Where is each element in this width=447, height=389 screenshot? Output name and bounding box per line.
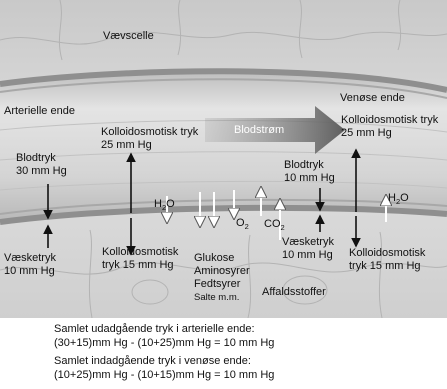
tissue-cell-label: Vævscelle (103, 30, 154, 43)
o2-o: O (236, 217, 245, 229)
h2o-in-h: H (388, 192, 396, 204)
h2o-out-label: H2O (154, 198, 175, 211)
venous-summary-title: Samlet indadgående tryk i venøse ende: (54, 354, 274, 368)
nutrients-label: Glukose Aminosyrer Fedtsyrer Salte m.m. (194, 252, 250, 304)
arterial-blood-pressure-label: Blodtryk 30 mm Hg (16, 152, 67, 178)
venous-fluid-pressure-label-line2: 10 mm Hg (282, 249, 334, 262)
h2o-in-o: O (400, 192, 409, 204)
blood-flow-label: Blodstrøm (234, 124, 284, 137)
waste-label: Affaldsstoffer (262, 286, 326, 299)
co2-label: CO2 (264, 218, 285, 231)
arterial-fluid-pressure-label-line1: Væsketryk (4, 252, 56, 265)
o2-label: O2 (236, 217, 249, 230)
venous-colloid-label: Kolloidosmotisk tryk 25 mm Hg (341, 114, 438, 140)
h2o-out-h: H (154, 198, 162, 210)
o2-sub: 2 (245, 222, 249, 231)
co2-sub: 2 (281, 223, 285, 232)
venous-blood-pressure-label: Blodtryk 10 mm Hg (284, 159, 335, 185)
co2-co: CO (264, 218, 281, 230)
arterial-blood-pressure-label-line2: 30 mm Hg (16, 165, 67, 178)
arterial-colloid-tissue-label-line1: Kolloidosmotisk (102, 246, 178, 259)
arterial-colloid-label-line2: 25 mm Hg (101, 139, 198, 152)
venous-fluid-pressure-label: Væsketryk 10 mm Hg (282, 236, 334, 262)
venous-colloid-label-line1: Kolloidosmotisk tryk (341, 114, 438, 127)
arterial-colloid-tissue-label-line2: tryk 15 mm Hg (102, 259, 178, 272)
arterial-colloid-label: Kolloidosmotisk tryk 25 mm Hg (101, 126, 198, 152)
nutrient-glucose: Glukose (194, 252, 250, 265)
arterial-blood-pressure-label-line1: Blodtryk (16, 152, 67, 165)
venous-end-label: Venøse ende (340, 92, 405, 105)
arterial-colloid-tissue-label: Kolloidosmotisk tryk 15 mm Hg (102, 246, 178, 272)
arterial-colloid-label-line1: Kolloidosmotisk tryk (101, 126, 198, 139)
nutrient-fatty-acids: Fedtsyrer (194, 278, 250, 291)
venous-colloid-label-line2: 25 mm Hg (341, 127, 438, 140)
venous-colloid-tissue-label-line2: tryk 15 mm Hg (349, 260, 425, 273)
arterial-fluid-pressure-label-line2: 10 mm Hg (4, 265, 56, 278)
nutrient-amino-acids: Aminosyrer (194, 265, 250, 278)
pressure-summary: Samlet udadgående tryk i arterielle ende… (54, 322, 274, 382)
venous-blood-pressure-label-line2: 10 mm Hg (284, 172, 335, 185)
arterial-fluid-pressure-label: Væsketryk 10 mm Hg (4, 252, 56, 278)
venous-summary-formula: (10+25)mm Hg - (10+15)mm Hg = 10 mm Hg (54, 368, 274, 382)
nutrient-salts: Salte m.m. (194, 291, 250, 304)
arterial-end-label: Arterielle ende (4, 105, 75, 118)
arterial-summary-formula: (30+15)mm Hg - (10+25)mm Hg = 10 mm Hg (54, 336, 274, 350)
venous-colloid-tissue-label-line1: Kolloidosmotisk (349, 247, 425, 260)
venous-blood-pressure-label-line1: Blodtryk (284, 159, 335, 172)
venous-colloid-tissue-label: Kolloidosmotisk tryk 15 mm Hg (349, 247, 425, 273)
h2o-out-o: O (166, 198, 175, 210)
h2o-in-label: H2O (388, 192, 409, 205)
venous-fluid-pressure-label-line1: Væsketryk (282, 236, 334, 249)
arterial-summary-title: Samlet udadgående tryk i arterielle ende… (54, 322, 274, 336)
